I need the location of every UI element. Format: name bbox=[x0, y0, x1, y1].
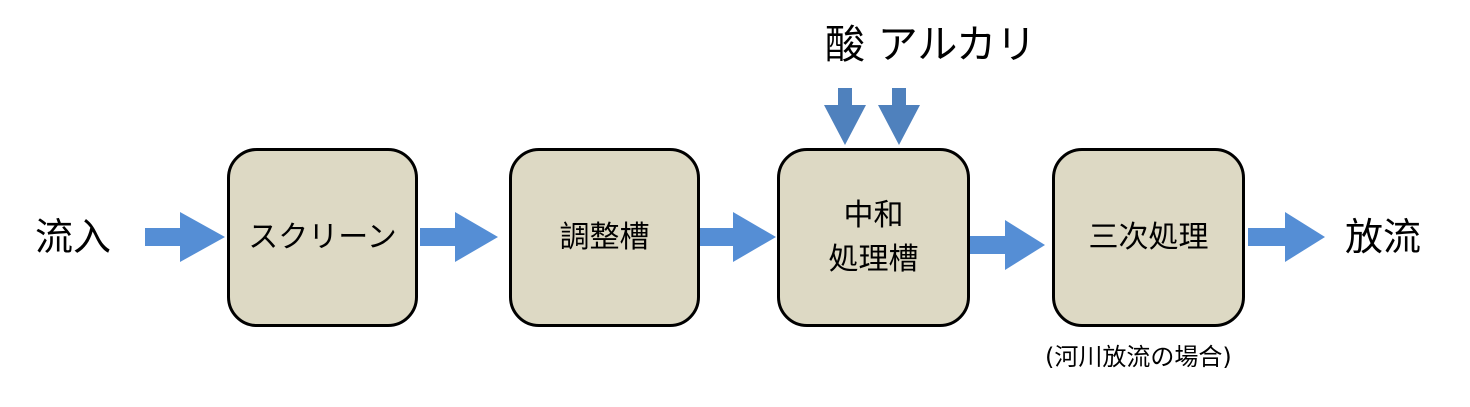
screen-box: スクリーン bbox=[227, 148, 418, 327]
arrow-acid-down bbox=[824, 88, 866, 145]
arrow-screen-to-equalization bbox=[420, 212, 498, 262]
neutralization-label-1: 中和 bbox=[843, 197, 904, 233]
arrow-outflow bbox=[1248, 212, 1325, 262]
arrow-neutralization-to-tertiary bbox=[962, 220, 1045, 270]
river-discharge-note: (河川放流の場合) bbox=[1045, 343, 1232, 371]
tertiary-treatment-box: 三次処理 bbox=[1052, 148, 1245, 327]
arrow-alkali-down bbox=[878, 88, 920, 145]
equalization-tank-box: 調整槽 bbox=[509, 148, 700, 327]
arrow-inflow bbox=[145, 212, 225, 262]
neutralization-label-2: 処理槽 bbox=[828, 241, 919, 277]
equalization-label: 調整槽 bbox=[559, 219, 650, 255]
tertiary-label: 三次処理 bbox=[1088, 219, 1209, 255]
reagents-label: 酸 アルカリ bbox=[825, 22, 1037, 68]
inflow-label: 流入 bbox=[35, 215, 112, 259]
outflow-label: 放流 bbox=[1345, 215, 1422, 259]
screen-label: スクリーン bbox=[248, 219, 397, 255]
arrow-equalization-to-neutralization bbox=[698, 212, 776, 262]
neutralization-tank-box: 中和処理槽 bbox=[777, 148, 970, 327]
